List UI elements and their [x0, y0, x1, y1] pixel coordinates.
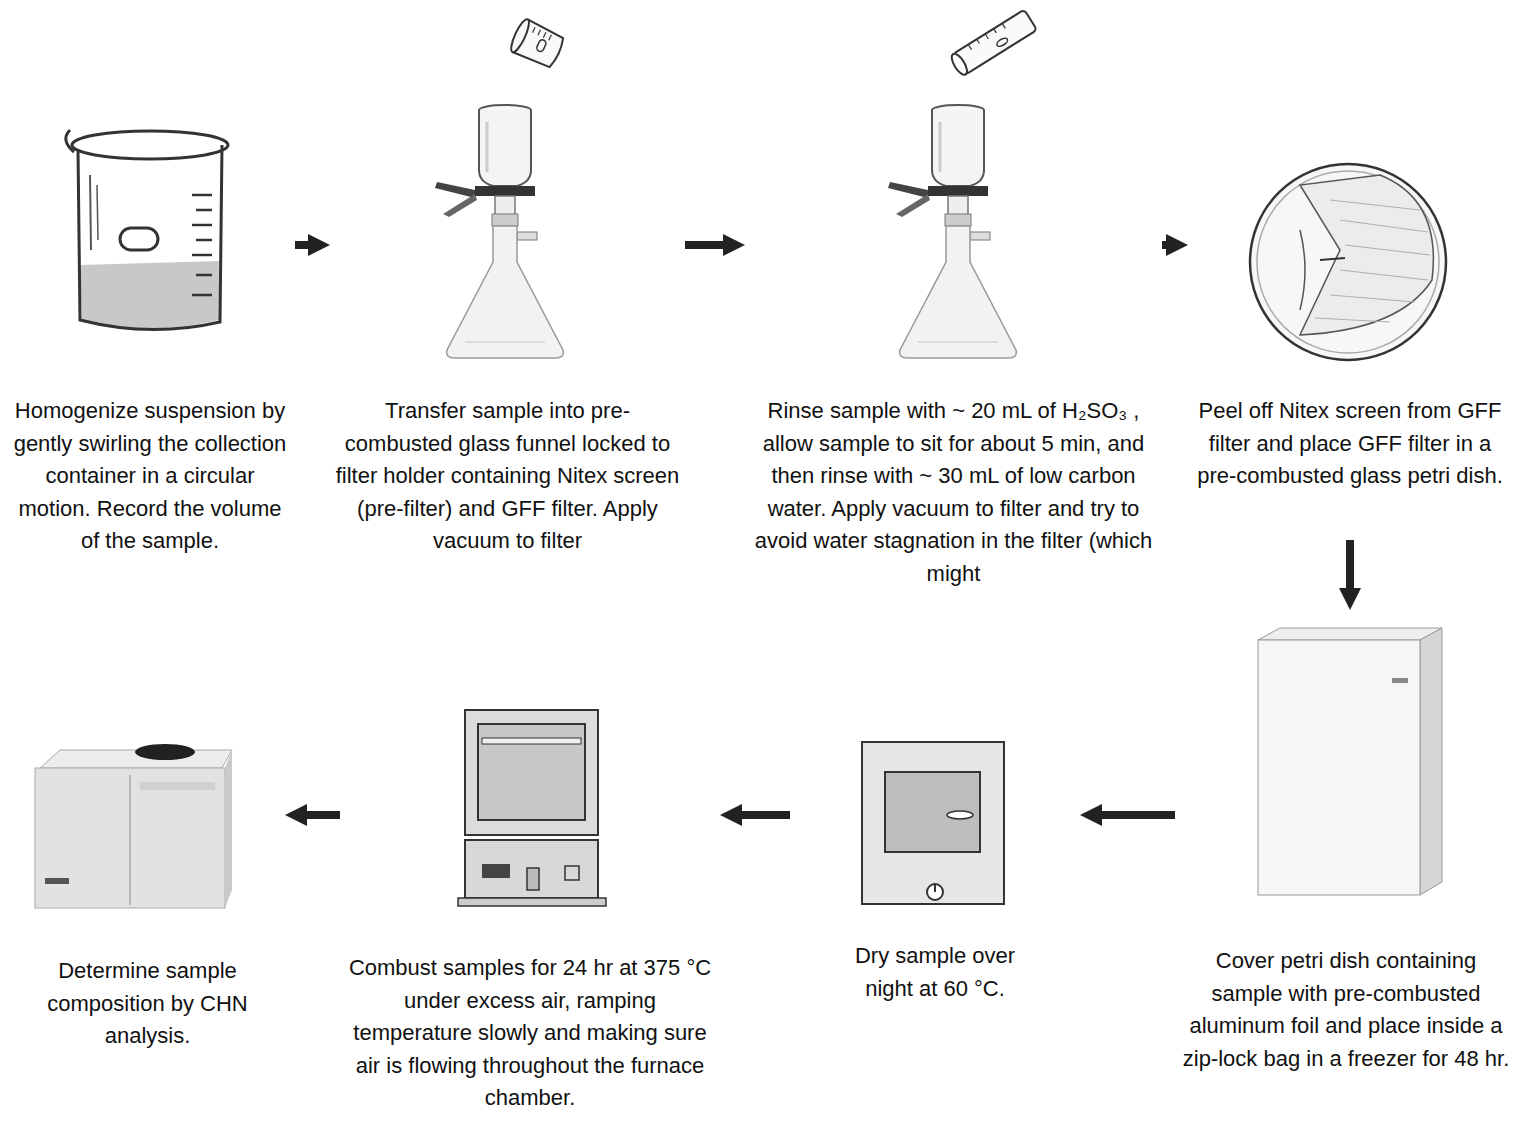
- drying-oven-illustration-part: [927, 884, 943, 900]
- beaker-illustration-part: [66, 130, 74, 152]
- vacuum-filter-apparatus: [888, 105, 1016, 358]
- drying-oven-illustration-part: [934, 884, 936, 892]
- process-step: Cover petri dish containing sample with …: [1175, 610, 1517, 1105]
- beaker-illustration-part: [90, 175, 91, 250]
- process-step: Dry sample over night at 60 °C.: [790, 700, 1080, 1010]
- beaker-illustration-part: [196, 239, 212, 242]
- petri-dish-illustration-part: [1300, 175, 1433, 335]
- graduated-cylinder-part: [985, 34, 988, 39]
- beaker-illustration-part: [97, 185, 98, 240]
- graduated-cylinder-part: [994, 29, 997, 33]
- connectors: [285, 245, 1350, 815]
- graduated-cylinder-part: [996, 36, 1009, 47]
- petri-dish-illustration: [1250, 164, 1446, 360]
- beaker-illustration-part: [196, 209, 212, 212]
- process-step: Homogenize suspension by gently swirling…: [5, 100, 295, 600]
- step-text: Determine sample composition by CHN anal…: [32, 955, 264, 1053]
- freezer-illustration-part: [1420, 628, 1442, 895]
- pouring-beaker-part: [533, 27, 536, 32]
- chn-analyzer-illustration-part: [140, 782, 215, 790]
- flow-arrow: [285, 811, 340, 819]
- step-text: Cover petri dish containing sample with …: [1178, 945, 1514, 1075]
- flow-arrow: [685, 241, 745, 249]
- graduated-cylinder-part: [1002, 23, 1005, 28]
- pouring-beaker: [508, 17, 566, 70]
- beaker-illustration-part: [192, 224, 212, 227]
- pouring-beaker-part: [538, 30, 541, 35]
- freezer-illustration-part: [1258, 640, 1420, 895]
- process-step: Determine sample composition by CHN anal…: [10, 730, 285, 1050]
- beaker-illustration-part: [120, 228, 158, 250]
- drying-oven-illustration-part: [947, 811, 973, 819]
- drying-oven-illustration: [862, 742, 1004, 904]
- drying-oven-illustration-part: [862, 742, 1004, 904]
- chn-analyzer-illustration-part: [129, 775, 131, 905]
- beaker-illustration-part: [192, 254, 212, 257]
- vacuum-filter-apparatus: [435, 105, 563, 358]
- furnace-illustration-part: [458, 898, 606, 906]
- petri-dish-illustration-part: [1300, 230, 1305, 310]
- petri-dish-illustration-part: [1345, 245, 1430, 255]
- flow-arrow: [720, 811, 790, 819]
- process-step: Rinse sample with ~ 20 mL of H₂SO₃ , all…: [745, 10, 1162, 640]
- chn-analyzer-illustration-part: [35, 768, 225, 908]
- beaker-illustration-part: [78, 145, 222, 330]
- chn-analyzer-illustration-part: [225, 750, 232, 908]
- petri-dish-illustration-part: [1250, 164, 1446, 360]
- furnace-illustration-part: [565, 866, 579, 880]
- process-step: Peel off Nitex screen from GFF filter an…: [1188, 60, 1512, 540]
- freezer-illustration-part: [1392, 678, 1408, 683]
- petri-dish-illustration-part: [1330, 200, 1420, 210]
- graduated-cylinder: [949, 10, 1037, 78]
- beaker-illustration-part: [192, 194, 212, 197]
- pouring-beaker-part: [508, 17, 532, 54]
- flow-arrow: [1162, 241, 1188, 249]
- furnace-illustration-part: [465, 840, 598, 898]
- chn-analyzer-illustration-part: [135, 744, 195, 760]
- petri-dish-illustration-part: [1340, 220, 1428, 232]
- flow-arrow: [295, 241, 330, 249]
- pouring-beaker-part: [549, 35, 552, 40]
- graduated-cylinder-part: [949, 51, 970, 77]
- drying-oven-illustration-part: [885, 772, 980, 852]
- furnace-illustration: [458, 710, 606, 906]
- beaker-illustration-part: [80, 261, 219, 329]
- petri-dish-illustration-part: [1340, 270, 1428, 280]
- graduated-cylinder-part: [977, 39, 980, 43]
- freezer-illustration: [1258, 628, 1442, 895]
- flow-arrow: [1080, 811, 1175, 819]
- petri-dish-illustration-part: [1330, 295, 1415, 302]
- furnace-illustration-part: [482, 864, 510, 878]
- chn-analyzer-illustration-part: [45, 878, 69, 884]
- furnace-illustration-part: [527, 868, 539, 890]
- pouring-beaker-part: [543, 32, 546, 37]
- beaker-illustration-part: [192, 294, 212, 297]
- process-step: Transfer sample into pre-combusted glass…: [330, 10, 685, 600]
- step-text: Rinse sample with ~ 20 mL of H₂SO₃ , all…: [748, 395, 1160, 590]
- petri-dish-illustration-part: [1315, 318, 1390, 322]
- step-text: Peel off Nitex screen from GFF filter an…: [1191, 395, 1509, 493]
- pouring-beaker-part: [536, 39, 547, 53]
- process-step: Combust samples for 24 hr at 375 °C unde…: [340, 690, 720, 1130]
- petri-dish-illustration-part: [1320, 258, 1345, 260]
- flow-arrow: [1346, 540, 1354, 610]
- furnace-illustration-part: [478, 724, 585, 820]
- chn-analyzer-illustration: [35, 744, 232, 908]
- step-text: Dry sample over night at 60 °C.: [829, 940, 1041, 1005]
- freezer-illustration-part: [1258, 628, 1442, 640]
- beaker-illustration-part: [196, 274, 212, 277]
- furnace-illustration-part: [482, 738, 581, 744]
- furnace-illustration-part: [465, 710, 598, 835]
- petri-dish-illustration-part: [1257, 171, 1439, 353]
- step-text: Homogenize suspension by gently swirling…: [10, 395, 290, 558]
- beaker-illustration-part: [72, 131, 228, 159]
- step-text: Combust samples for 24 hr at 375 °C unde…: [348, 952, 712, 1115]
- graduated-cylinder-part: [968, 45, 971, 50]
- step-text: Transfer sample into pre-combusted glass…: [333, 395, 683, 558]
- beaker-illustration: [66, 130, 228, 330]
